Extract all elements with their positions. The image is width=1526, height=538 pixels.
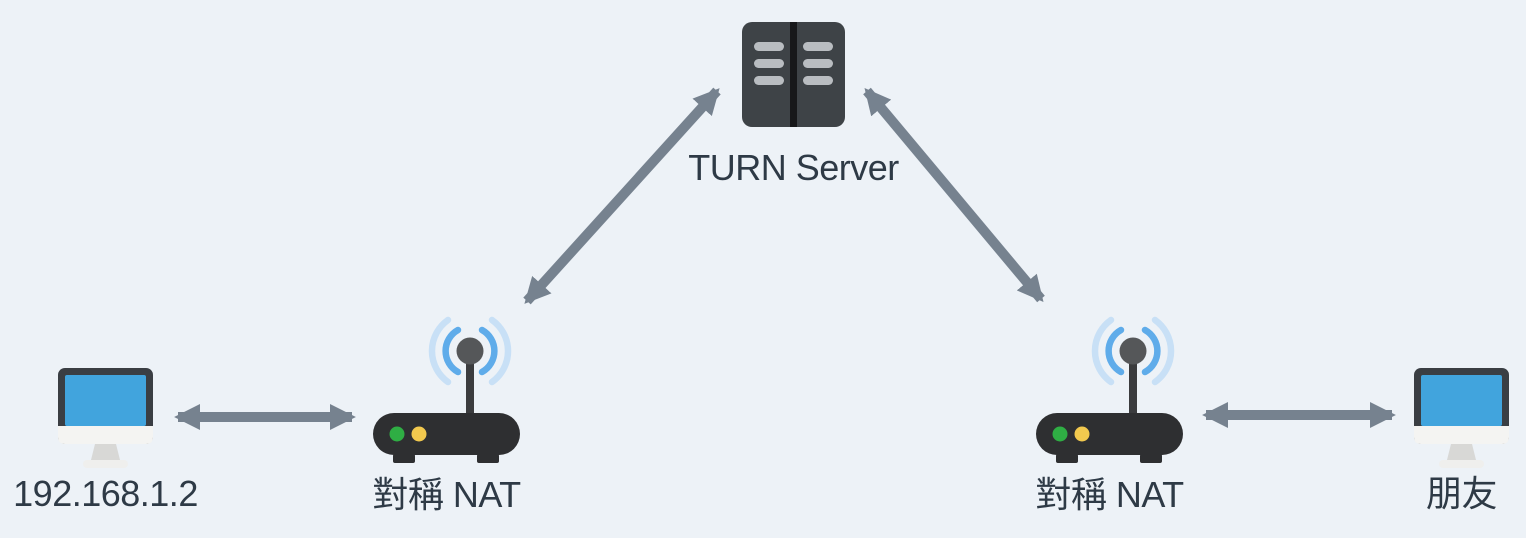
node-label-nat-right: 對稱 NAT — [1035, 474, 1184, 515]
wifi-router-icon — [373, 316, 520, 463]
monitor-screen — [1421, 375, 1502, 426]
node-client-left: 192.168.1.2 — [13, 368, 198, 512]
wifi-wave-inner-left — [442, 326, 462, 376]
computer-icon — [58, 368, 153, 468]
server-icon — [742, 22, 845, 127]
antenna-tip — [456, 337, 484, 365]
node-label-client-left: 192.168.1.2 — [13, 473, 198, 514]
wifi-wave-inner-right — [478, 326, 498, 376]
computer-icon — [1414, 368, 1509, 468]
node-label-client-right: 朋友 — [1425, 473, 1498, 514]
node-nat-left: 對稱 NAT — [372, 310, 521, 513]
led-green — [1052, 426, 1068, 442]
node-nat-right: 對稱 NAT — [1035, 310, 1184, 513]
node-turn-server: TURN Server — [688, 22, 899, 186]
led-yellow — [1074, 426, 1090, 442]
wifi-wave-outer-right — [1151, 316, 1175, 386]
antenna-tip — [1119, 337, 1147, 365]
wifi-router-icon — [1036, 316, 1183, 463]
led-green — [389, 426, 405, 442]
link-turn-server-to-nat-right — [863, 87, 1045, 303]
wifi-wave-outer-right — [488, 316, 512, 386]
wifi-wave-inner-right — [1141, 326, 1161, 376]
monitor-screen — [65, 375, 146, 426]
wifi-wave-outer-left — [1091, 316, 1115, 386]
link-nat-left-to-turn-server — [523, 87, 721, 305]
wifi-wave-outer-left — [428, 316, 452, 386]
wifi-wave-inner-left — [1105, 326, 1125, 376]
node-label-nat-left: 對稱 NAT — [372, 474, 521, 515]
node-label-turn-server: TURN Server — [688, 147, 899, 188]
router-body — [1036, 413, 1183, 455]
node-client-right: 朋友 — [1414, 368, 1509, 512]
led-yellow — [411, 426, 427, 442]
router-body — [373, 413, 520, 455]
